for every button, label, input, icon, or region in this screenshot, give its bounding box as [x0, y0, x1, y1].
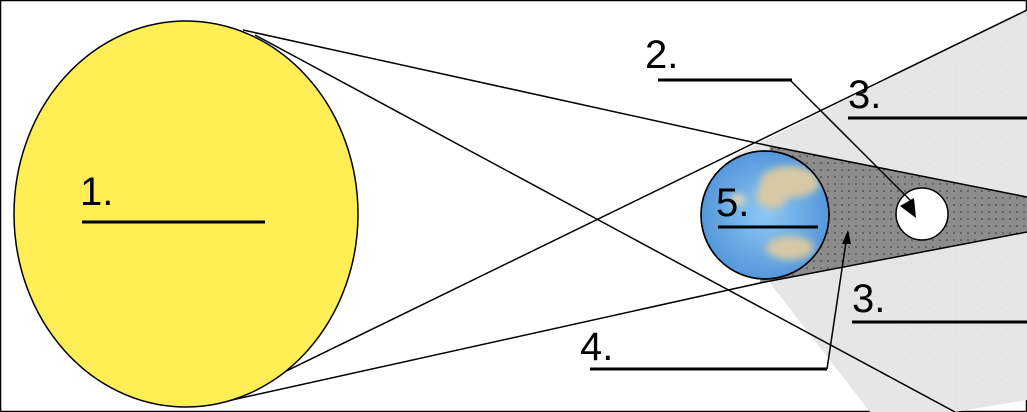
- label-penumbra-bottom: 3.: [852, 277, 885, 321]
- moon-pointer-arrowhead: [900, 198, 916, 218]
- label-moon: 2.: [645, 33, 678, 77]
- label-penumbra-top: 3.: [848, 73, 881, 117]
- answer-blanks: [82, 78, 1027, 371]
- label-sun: 1.: [80, 170, 113, 214]
- umbra-pointer-arrowhead: [842, 230, 851, 244]
- pointer-lines: [789, 79, 913, 370]
- sunlight-lines: [222, 9, 1027, 412]
- label-earth: 5.: [716, 181, 749, 225]
- label-umbra: 4.: [580, 325, 613, 369]
- umbra-texture: [760, 146, 1027, 283]
- earth: [700, 150, 830, 280]
- moon: [895, 187, 949, 241]
- sun: [13, 20, 359, 408]
